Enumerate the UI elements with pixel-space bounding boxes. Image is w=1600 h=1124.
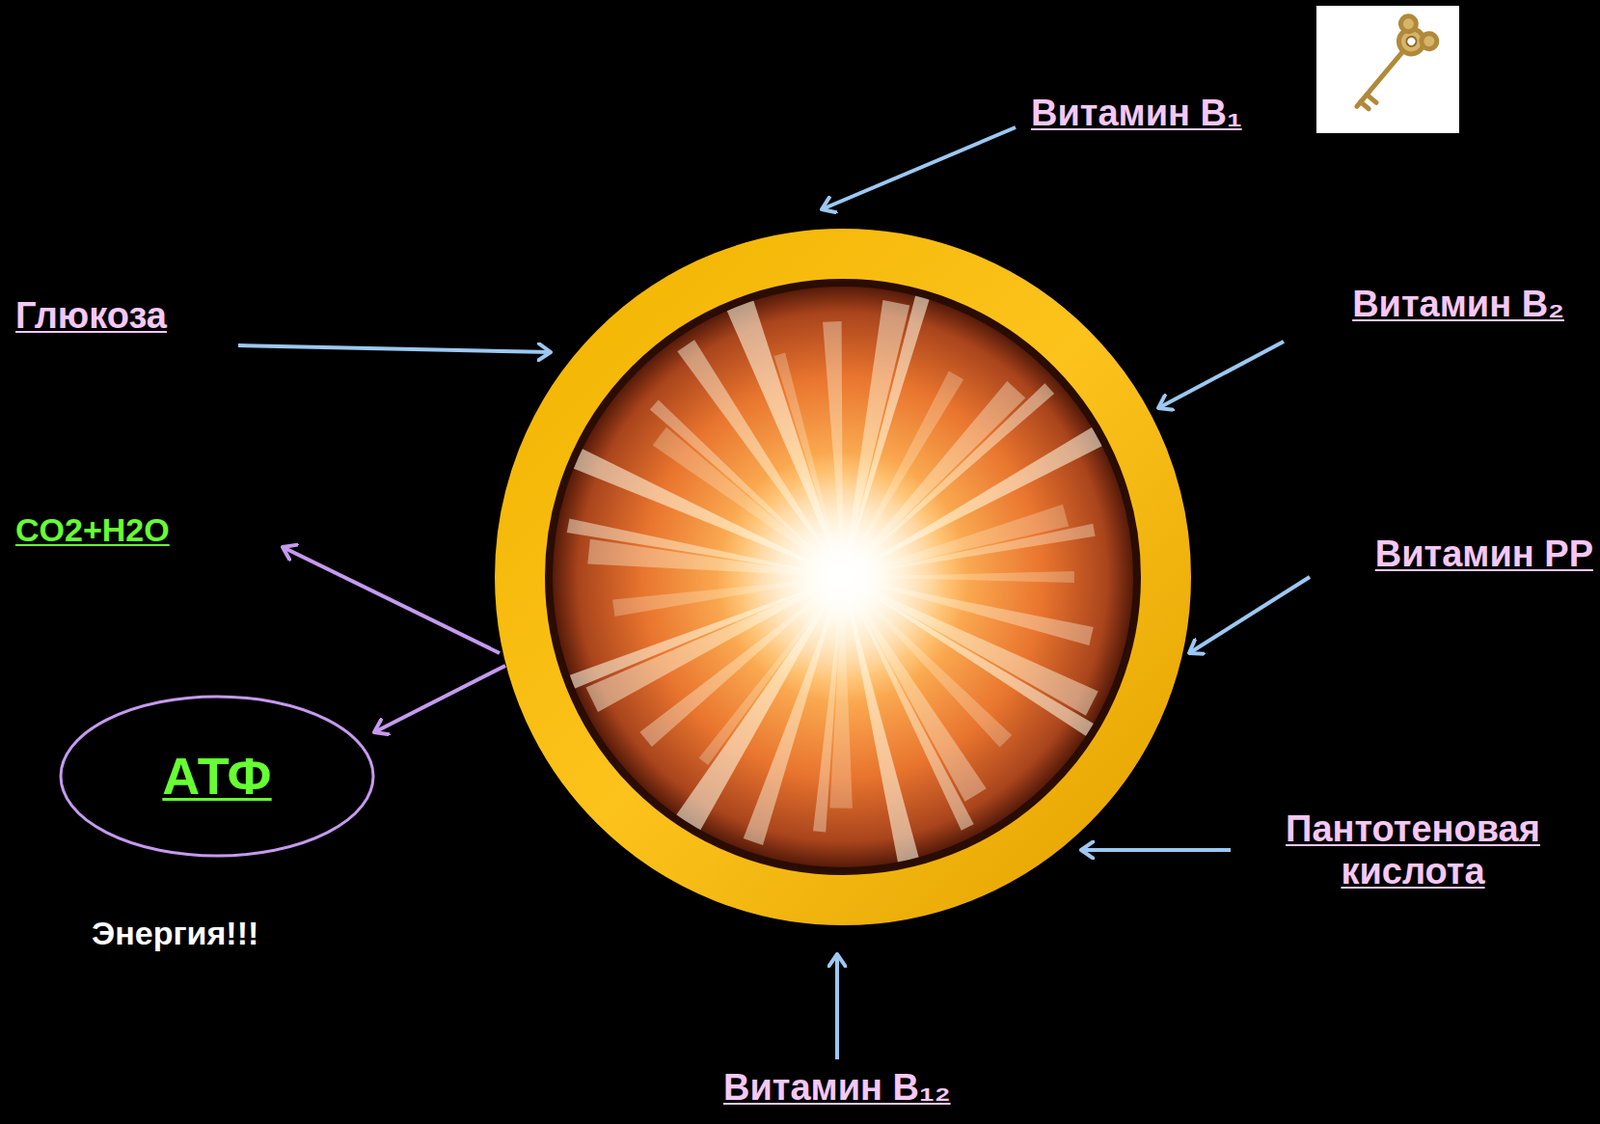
input-arrow [1081,847,1231,852]
atp-ellipse: АТФ [58,694,376,858]
vitamin-label: Пантотеновая кислота [1244,808,1582,893]
golden-ring [521,255,1165,898]
substrate-label: Глюкоза [15,295,167,338]
energy-note: Энергия!!! [91,914,259,952]
inner-rim [548,282,1138,871]
atp-text: АТФ [162,747,272,805]
vitamin-label: Витамин B₁ [1030,92,1243,136]
input-arrow [1158,341,1284,408]
input-arrow [1189,576,1310,653]
burst-disc [548,282,1138,871]
output-arrow [282,546,500,653]
input-arrow [238,345,551,353]
product-label: CO2+H2O [15,511,170,549]
key-icon [1316,5,1460,134]
output-arrow [374,665,506,733]
input-arrow [835,953,840,1059]
burst-core [717,451,969,703]
vitamin-label: Витамин PP [1375,533,1594,576]
vitamin-label: Витамин B₁₂ [723,1066,951,1110]
vitamin-label: Витамин B₂ [1352,283,1565,326]
input-arrow [821,127,1016,210]
